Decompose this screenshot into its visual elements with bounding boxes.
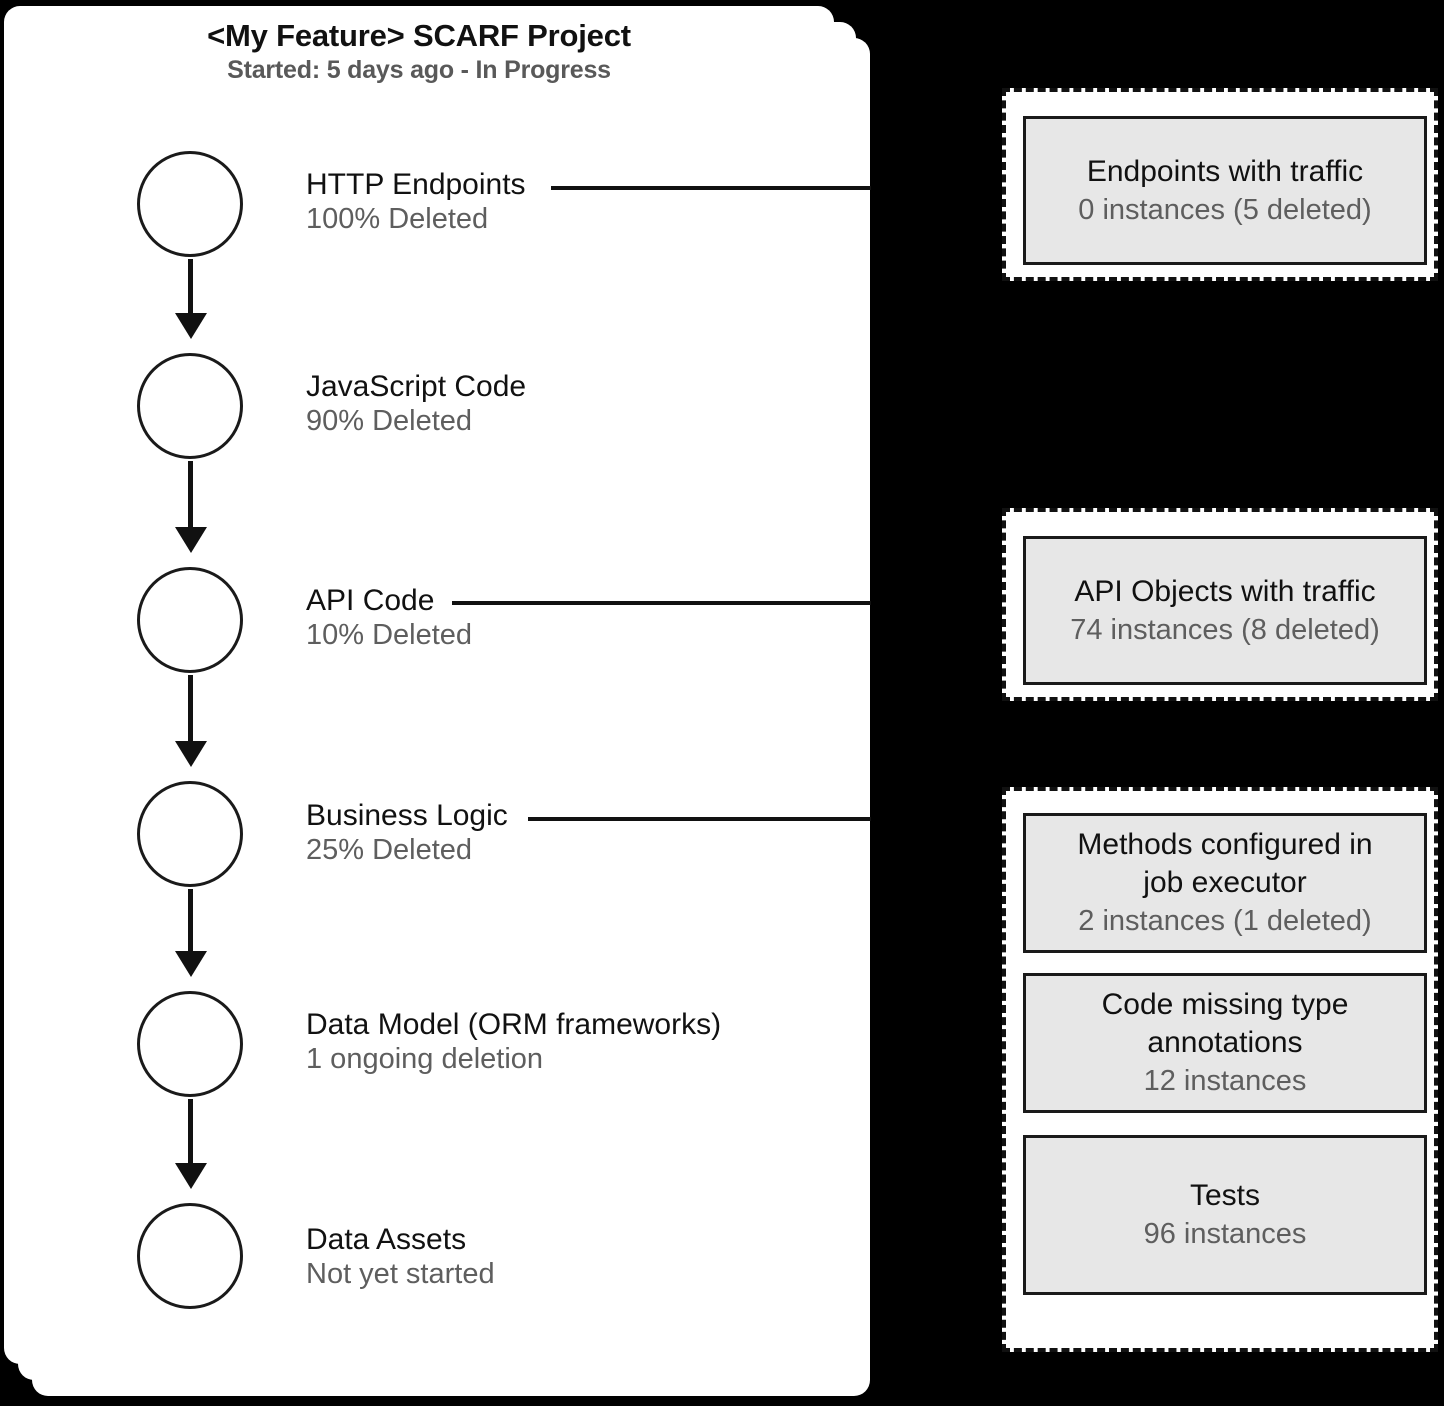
pipeline-label-title: Data Assets bbox=[306, 1223, 467, 1256]
pipeline-label-title: Data Model (ORM frameworks) bbox=[306, 1008, 722, 1041]
metric-card-methods-configured-in-job-executor[interactable]: Methods configured in job executor 2 ins… bbox=[1023, 813, 1427, 953]
pipeline-arrow-head-2 bbox=[175, 527, 207, 553]
metric-group-code-quality: Methods configured in job executor 2 ins… bbox=[1002, 787, 1438, 1352]
pipeline-arrow-stem-3 bbox=[188, 675, 193, 749]
pipeline-arrow-head-1 bbox=[175, 313, 207, 339]
pipeline-label-detail: 100% Deleted bbox=[306, 203, 489, 235]
pipeline-label-data-model: Data Model (ORM frameworks) 1 ongoing de… bbox=[306, 1008, 721, 1076]
pipeline-label-title: JavaScript Code bbox=[306, 370, 527, 403]
metric-card-api-objects-with-traffic[interactable]: API Objects with traffic 74 instances (8… bbox=[1023, 536, 1427, 685]
pipeline-label-title: Business Logic bbox=[306, 799, 508, 832]
pipeline-label-api-code: API Code 10% Deleted bbox=[306, 584, 472, 652]
pipeline-arrow-stem-5 bbox=[188, 1099, 193, 1171]
metric-title-line-2: job executor bbox=[1143, 866, 1307, 899]
pipeline-arrow-stem-4 bbox=[188, 889, 193, 959]
connector-business-logic bbox=[528, 817, 871, 821]
pipeline-label-data-assets: Data Assets Not yet started bbox=[306, 1223, 495, 1291]
pipeline-label-detail: 10% Deleted bbox=[306, 619, 473, 651]
metric-detail: 2 instances (1 deleted) bbox=[1078, 905, 1372, 937]
metric-group-endpoints: Endpoints with traffic 0 instances (5 de… bbox=[1002, 88, 1438, 281]
metric-title-line-1: Code missing type bbox=[1101, 988, 1349, 1021]
metric-title-line-2: annotations bbox=[1147, 1026, 1303, 1059]
metric-detail: 74 instances (8 deleted) bbox=[1070, 613, 1380, 646]
metric-title: Endpoints with traffic bbox=[1086, 154, 1364, 188]
metric-title-line-1: Tests bbox=[1189, 1179, 1261, 1212]
pipeline-label-detail: 25% Deleted bbox=[306, 834, 473, 866]
metric-title-line-1: Methods configured in bbox=[1077, 828, 1373, 861]
pipeline-arrow-head-5 bbox=[175, 1163, 207, 1189]
pipeline-node-business-logic[interactable] bbox=[137, 781, 243, 887]
page-title: <My Feature> SCARF Project bbox=[207, 18, 631, 53]
pipeline-label-http-endpoints: HTTP Endpoints 100% Deleted bbox=[306, 168, 526, 236]
pipeline-label-title: HTTP Endpoints bbox=[306, 168, 526, 201]
connector-api-code bbox=[452, 601, 871, 605]
pipeline-node-javascript-code[interactable] bbox=[137, 353, 243, 459]
project-card-front bbox=[4, 6, 834, 1364]
metric-group-api-objects: API Objects with traffic 74 instances (8… bbox=[1002, 508, 1438, 701]
metric-detail: 0 instances (5 deleted) bbox=[1078, 193, 1372, 226]
pipeline-label-title: API Code bbox=[306, 584, 435, 617]
connector-http-endpoints bbox=[551, 186, 871, 190]
metric-detail: 96 instances bbox=[1143, 1218, 1307, 1250]
pipeline-label-detail: 90% Deleted bbox=[306, 405, 473, 437]
pipeline-arrow-head-3 bbox=[175, 741, 207, 767]
metric-card-endpoints-with-traffic[interactable]: Endpoints with traffic 0 instances (5 de… bbox=[1023, 116, 1427, 265]
pipeline-node-data-model[interactable] bbox=[137, 991, 243, 1097]
pipeline-label-business-logic: Business Logic 25% Deleted bbox=[306, 799, 508, 867]
metric-detail: 12 instances bbox=[1143, 1065, 1307, 1097]
metric-card-tests[interactable]: Tests 96 instances bbox=[1023, 1135, 1427, 1295]
pipeline-node-api-code[interactable] bbox=[137, 567, 243, 673]
pipeline-arrow-stem-1 bbox=[188, 259, 193, 321]
pipeline-node-data-assets[interactable] bbox=[137, 1203, 243, 1309]
pipeline-label-detail: 1 ongoing deletion bbox=[306, 1043, 544, 1075]
pipeline-node-http-endpoints[interactable] bbox=[137, 151, 243, 257]
project-status: Started: 5 days ago - In Progress bbox=[227, 56, 611, 84]
metric-card-code-missing-type-annotations[interactable]: Code missing type annotations 12 instanc… bbox=[1023, 973, 1427, 1113]
pipeline-arrow-stem-2 bbox=[188, 461, 193, 535]
metric-title: API Objects with traffic bbox=[1074, 574, 1376, 608]
pipeline-arrow-head-4 bbox=[175, 951, 207, 977]
pipeline-label-javascript-code: JavaScript Code 90% Deleted bbox=[306, 370, 526, 438]
pipeline-label-detail: Not yet started bbox=[306, 1258, 495, 1290]
